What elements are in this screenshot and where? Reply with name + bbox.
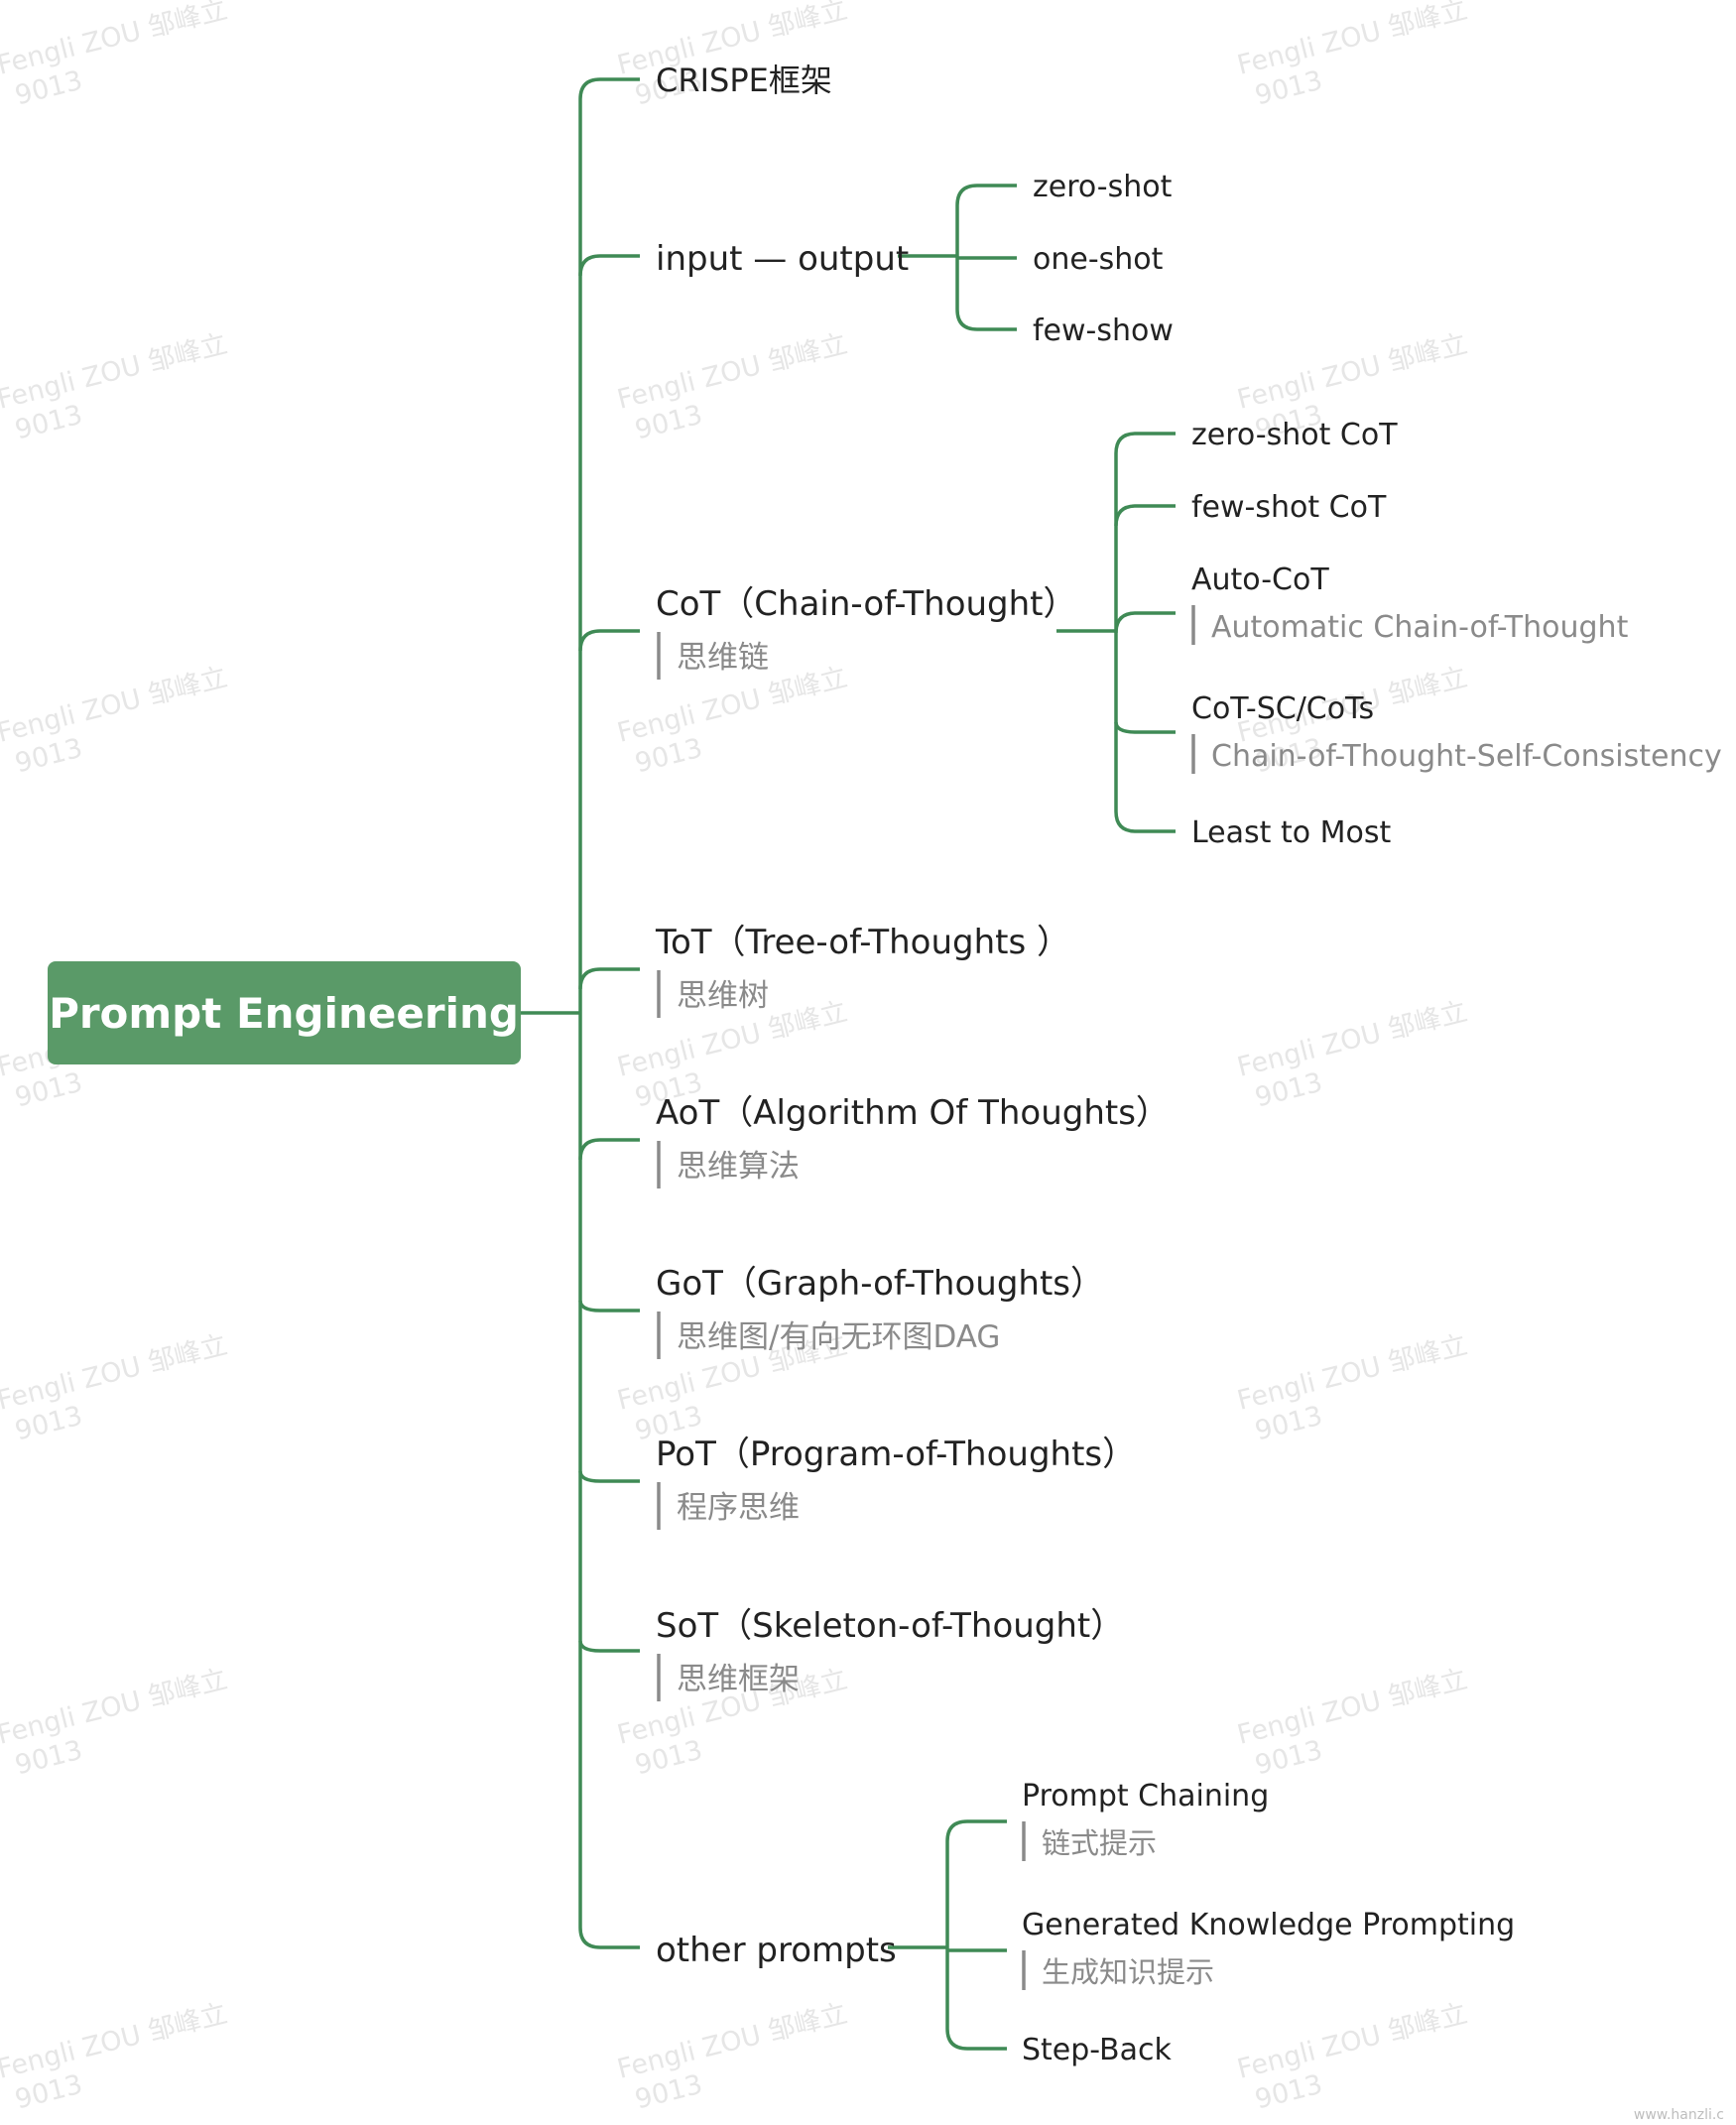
branch-note: 思维链 xyxy=(677,640,769,676)
watermark-line1: Fengli ZOU 邹峰立 xyxy=(1234,1998,1470,2085)
branch-note: 思维图/有向无环图DAG xyxy=(677,1319,1000,1355)
watermark-line1: Fengli ZOU 邹峰立 xyxy=(0,328,230,416)
watermark-line1: Fengli ZOU 邹峰立 xyxy=(1234,1329,1470,1417)
branch-label: CRISPE框架 xyxy=(656,62,832,99)
watermark-line1: Fengli ZOU 邹峰立 xyxy=(0,1664,230,1751)
leaf-label: few-show xyxy=(1033,313,1174,348)
branch-label: AoT（Algorithm Of Thoughts） xyxy=(656,1093,1170,1133)
branch-other-prompts[interactable]: other prompts xyxy=(656,1931,897,1970)
branch-note: 程序思维 xyxy=(677,1490,800,1526)
leaf-step-back[interactable]: Step-Back xyxy=(1022,2033,1173,2067)
branch-pot[interactable]: PoT（Program-of-Thoughts） 程序思维 xyxy=(656,1435,1136,1530)
leaf-note: 生成知识提示 xyxy=(1042,1955,1214,1989)
branch-label: other prompts xyxy=(656,1931,897,1970)
watermark-line1: Fengli ZOU 邹峰立 xyxy=(0,1998,230,2085)
branch-label: GoT（Graph-of-Thoughts） xyxy=(656,1264,1104,1304)
watermark-line1: Fengli ZOU 邹峰立 xyxy=(1234,1664,1470,1751)
leaf-label: zero-shot CoT xyxy=(1191,418,1398,452)
branch-label: ToT（Tree-of-Thoughts ） xyxy=(655,923,1070,962)
leaf-zero-shot-cot[interactable]: zero-shot CoT xyxy=(1191,418,1398,452)
leaf-few-show[interactable]: few-show xyxy=(1033,313,1174,348)
leaf-generated-knowledge[interactable]: Generated Knowledge Prompting 生成知识提示 xyxy=(1022,1908,1515,1990)
leaf-one-shot[interactable]: one-shot xyxy=(1033,242,1164,277)
branch-cot[interactable]: CoT（Chain-of-Thought） 思维链 xyxy=(656,584,1077,680)
leaf-prompt-chaining[interactable]: Prompt Chaining 链式提示 xyxy=(1022,1779,1269,1861)
branch-label: SoT（Skeleton-of-Thought） xyxy=(656,1606,1124,1646)
leaf-note: Chain-of-Thought-Self-Consistency xyxy=(1211,739,1722,774)
watermark-line1: Fengli ZOU 邹峰立 xyxy=(0,0,230,81)
watermark-line1: Fengli ZOU 邹峰立 xyxy=(614,328,850,416)
corner-watermark: www.hanzli.c xyxy=(1634,2107,1724,2123)
leaf-zero-shot[interactable]: zero-shot xyxy=(1033,170,1173,204)
connector-lines xyxy=(521,77,1176,2051)
watermark-line1: Fengli ZOU 邹峰立 xyxy=(1234,996,1470,1083)
leaf-few-shot-cot[interactable]: few-shot CoT xyxy=(1191,490,1387,525)
branch-label: input — output xyxy=(656,239,909,279)
leaf-note: Automatic Chain-of-Thought xyxy=(1211,610,1629,645)
branch-tot[interactable]: ToT（Tree-of-Thoughts ） 思维树 xyxy=(655,923,1070,1018)
branch-sot[interactable]: SoT（Skeleton-of-Thought） 思维框架 xyxy=(656,1606,1124,1701)
branch-label: PoT（Program-of-Thoughts） xyxy=(656,1435,1136,1474)
leaf-auto-cot[interactable]: Auto-CoT Automatic Chain-of-Thought xyxy=(1191,562,1629,645)
leaf-label: Generated Knowledge Prompting xyxy=(1022,1908,1515,1942)
watermark-line1: Fengli ZOU 邹峰立 xyxy=(0,662,230,749)
root-node[interactable]: Prompt Engineering xyxy=(48,961,521,1064)
leaf-note: 链式提示 xyxy=(1042,1826,1157,1860)
watermark-line1: Fengli ZOU 邹峰立 xyxy=(614,1998,850,2085)
branch-label: CoT（Chain-of-Thought） xyxy=(656,584,1077,624)
leaf-label: CoT-SC/CoTs xyxy=(1191,691,1374,726)
branch-aot[interactable]: AoT（Algorithm Of Thoughts） 思维算法 xyxy=(656,1093,1170,1188)
root-box xyxy=(48,961,521,1064)
branch-got[interactable]: GoT（Graph-of-Thoughts） 思维图/有向无环图DAG xyxy=(656,1264,1104,1359)
leaf-label: Least to Most xyxy=(1191,815,1391,850)
branch-input-output[interactable]: input — output xyxy=(656,239,909,279)
watermark-line1: Fengli ZOU 邹峰立 xyxy=(0,1329,230,1417)
watermark-line1: Fengli ZOU 邹峰立 xyxy=(1234,0,1470,81)
leaf-label: zero-shot xyxy=(1033,170,1173,204)
branch-note: 思维算法 xyxy=(677,1149,800,1185)
branch-note: 思维树 xyxy=(677,978,769,1014)
watermark-line1: Fengli ZOU 邹峰立 xyxy=(1234,328,1470,416)
branch-note: 思维框架 xyxy=(677,1662,800,1697)
leaf-least-to-most[interactable]: Least to Most xyxy=(1191,815,1391,850)
leaf-cot-sc[interactable]: CoT-SC/CoTs Chain-of-Thought-Self-Consis… xyxy=(1191,691,1722,774)
leaf-label: Step-Back xyxy=(1022,2033,1173,2067)
leaf-label: one-shot xyxy=(1033,242,1164,277)
root-label: Prompt Engineering xyxy=(49,989,519,1038)
branch-crispe[interactable]: CRISPE框架 xyxy=(656,62,832,99)
leaf-label: few-shot CoT xyxy=(1191,490,1387,525)
leaf-label: Auto-CoT xyxy=(1191,562,1329,597)
leaf-label: Prompt Chaining xyxy=(1022,1779,1269,1813)
